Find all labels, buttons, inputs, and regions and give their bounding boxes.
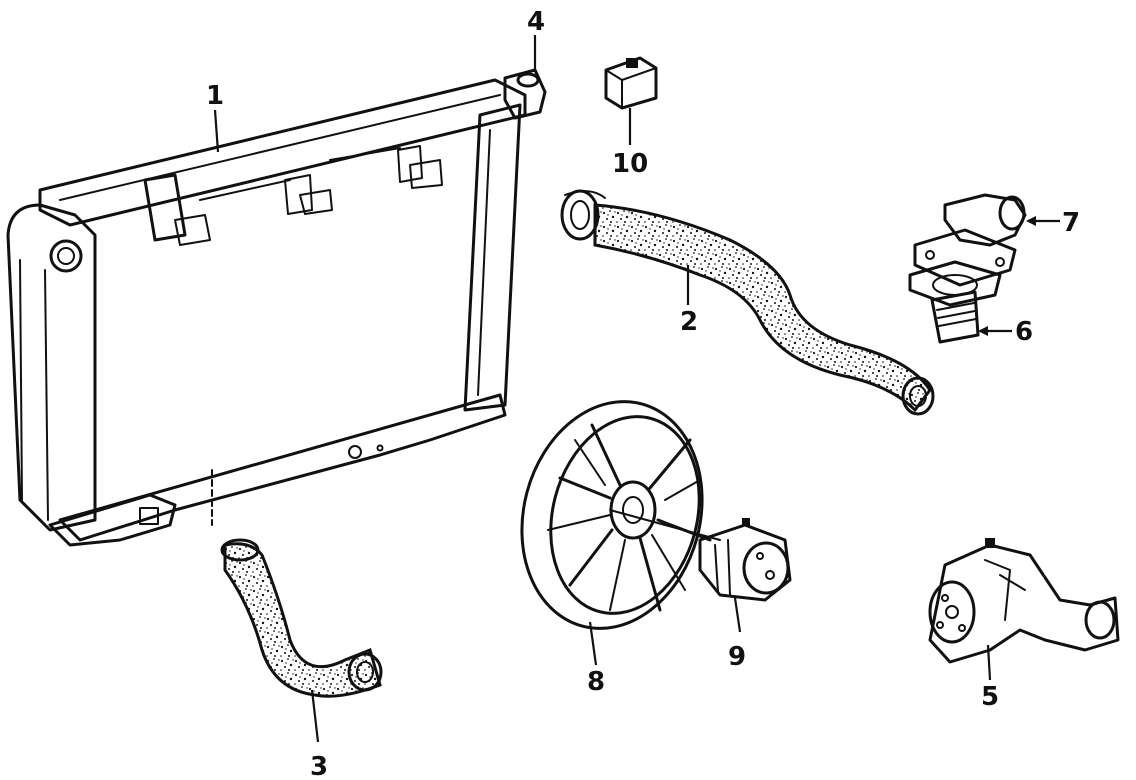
callout-8: 8 — [587, 667, 605, 697]
leader-1 — [213, 109, 220, 153]
temp-switch — [604, 56, 658, 110]
callout-1: 1 — [206, 81, 224, 111]
callout-2: 2 — [680, 307, 698, 337]
cooling-fan — [520, 400, 712, 630]
callout-5: 5 — [981, 682, 999, 712]
upper-hose — [560, 189, 935, 416]
water-pump — [928, 538, 1120, 664]
thermostat-housing — [913, 193, 1027, 287]
callout-labels: 1 2 3 4 5 6 7 8 9 10 — [206, 7, 1080, 780]
lower-hose — [220, 538, 383, 698]
leader-9 — [733, 597, 742, 633]
radiator — [6, 68, 547, 547]
leader-5 — [986, 644, 992, 681]
callout-4: 4 — [527, 7, 545, 37]
leader-3 — [310, 689, 320, 743]
callout-9: 9 — [728, 642, 746, 672]
callout-6: 6 — [1015, 317, 1033, 347]
leader-lines — [213, 35, 1060, 743]
callout-10: 10 — [612, 149, 648, 179]
fan-clutch — [609, 509, 792, 602]
callout-7: 7 — [1062, 208, 1080, 238]
leader-8 — [588, 621, 598, 666]
callout-3: 3 — [310, 752, 328, 780]
thermostat — [908, 260, 1002, 344]
